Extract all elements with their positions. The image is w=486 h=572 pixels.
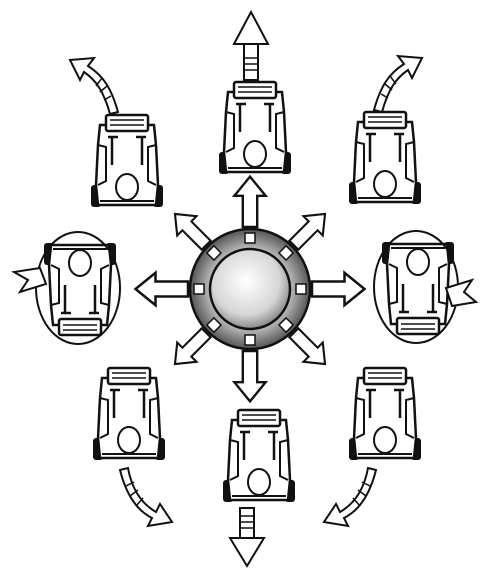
mower-forward-right <box>349 112 421 204</box>
mower-icon <box>91 115 163 207</box>
joystick-knob <box>136 177 365 402</box>
joystick-knob-icon <box>210 249 290 329</box>
mower-spin-left <box>44 243 116 335</box>
reverse-left-arrow <box>120 468 172 526</box>
mower-icon <box>223 410 295 502</box>
reverse-right-arrow <box>324 468 376 526</box>
arrow-up-icon <box>234 12 268 44</box>
forward-left-arrow <box>70 58 118 114</box>
mower-reverse-right <box>349 368 421 460</box>
rotate-arrow-icon <box>14 268 46 292</box>
mower-icon <box>349 112 421 204</box>
arrow-down-icon <box>230 538 264 566</box>
rotate-arrow-icon <box>446 280 476 306</box>
mower-reverse-left <box>93 368 165 460</box>
mower-icon <box>382 242 454 334</box>
mower-icon <box>44 243 116 335</box>
mower-reverse <box>223 410 295 502</box>
mower-icon <box>349 368 421 460</box>
mower-forward <box>219 82 291 174</box>
reverse-arrow <box>230 508 264 566</box>
mower-icon <box>93 368 165 460</box>
forward-right-arrow <box>374 56 422 112</box>
forward-arrow <box>234 12 268 80</box>
mower-spin-right <box>382 242 454 334</box>
mower-forward-left <box>91 115 163 207</box>
mower-icon <box>219 82 291 174</box>
